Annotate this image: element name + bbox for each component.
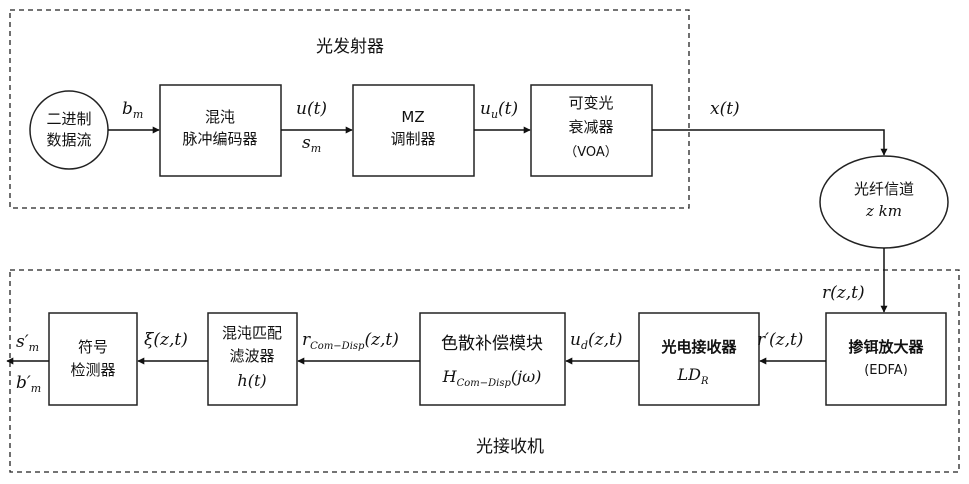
signal-rzt: r(z,t) (822, 283, 865, 303)
edfa-block: 掺铒放大器 (EDFA) (826, 313, 946, 405)
compensation-label-1: 色散补偿模块 (441, 334, 543, 354)
binary-data-source: 二进制 数据流 (30, 91, 108, 169)
matched-filter-block: 混沌匹配 滤波器 h(t) (208, 313, 297, 405)
photodetector-label-1: 光电接收器 (660, 338, 737, 356)
signal-smprime: s′m (16, 332, 39, 354)
signal-bm: bm (122, 99, 143, 121)
encoder-label-2: 脉冲编码器 (182, 130, 257, 148)
photodetector-block: 光电接收器 LDR (639, 313, 759, 405)
detector-label-1: 符号 (78, 338, 108, 356)
signal-ud: ud(z,t) (570, 330, 622, 352)
filter-label-1: 混沌匹配 (222, 324, 282, 342)
receiver-title: 光接收机 (476, 437, 544, 457)
arrow-voa-to-channel (652, 130, 884, 155)
signal-xi: ξ(z,t) (144, 330, 188, 350)
channel-label-2: z km (865, 202, 902, 220)
encoder-label-1: 混沌 (205, 108, 235, 126)
source-label-1: 二进制 (46, 110, 91, 128)
voa-block: 可变光 衰减器 （VOA） (531, 85, 652, 176)
filter-label-3: h(t) (237, 371, 266, 390)
edfa-label-1: 掺铒放大器 (848, 338, 924, 356)
edfa-label-2: (EDFA) (864, 363, 908, 378)
symbol-detector-block: 符号 检测器 (49, 313, 137, 405)
modulator-label-1: MZ (401, 108, 424, 126)
transmitter-title: 光发射器 (316, 37, 384, 57)
voa-label-3: （VOA） (564, 145, 618, 160)
fiber-channel: 光纤信道 z km (820, 156, 948, 248)
dispersion-compensation-block: 色散补偿模块 HCom−Disp(jω) (420, 313, 565, 405)
mz-modulator-block: MZ 调制器 (353, 85, 474, 176)
modulator-label-2: 调制器 (390, 130, 435, 148)
signal-ut: u(t) (296, 99, 327, 119)
signal-xt: x(t) (710, 99, 740, 119)
voa-label-1: 可变光 (568, 94, 613, 112)
voa-label-2: 衰减器 (568, 118, 613, 136)
signal-bmprime: b′m (16, 373, 41, 395)
signal-rcom: rCom−Disp(z,t) (302, 330, 399, 352)
source-label-2: 数据流 (46, 131, 91, 149)
channel-label-1: 光纤信道 (854, 180, 914, 198)
signal-uu: uu(t) (480, 99, 518, 121)
detector-label-2: 检测器 (70, 361, 115, 379)
chaos-pulse-encoder-block: 混沌 脉冲编码器 (160, 85, 281, 176)
signal-sm: sm (302, 133, 321, 155)
filter-label-2: 滤波器 (229, 347, 274, 365)
signal-rprime: r′(z,t) (757, 330, 803, 350)
